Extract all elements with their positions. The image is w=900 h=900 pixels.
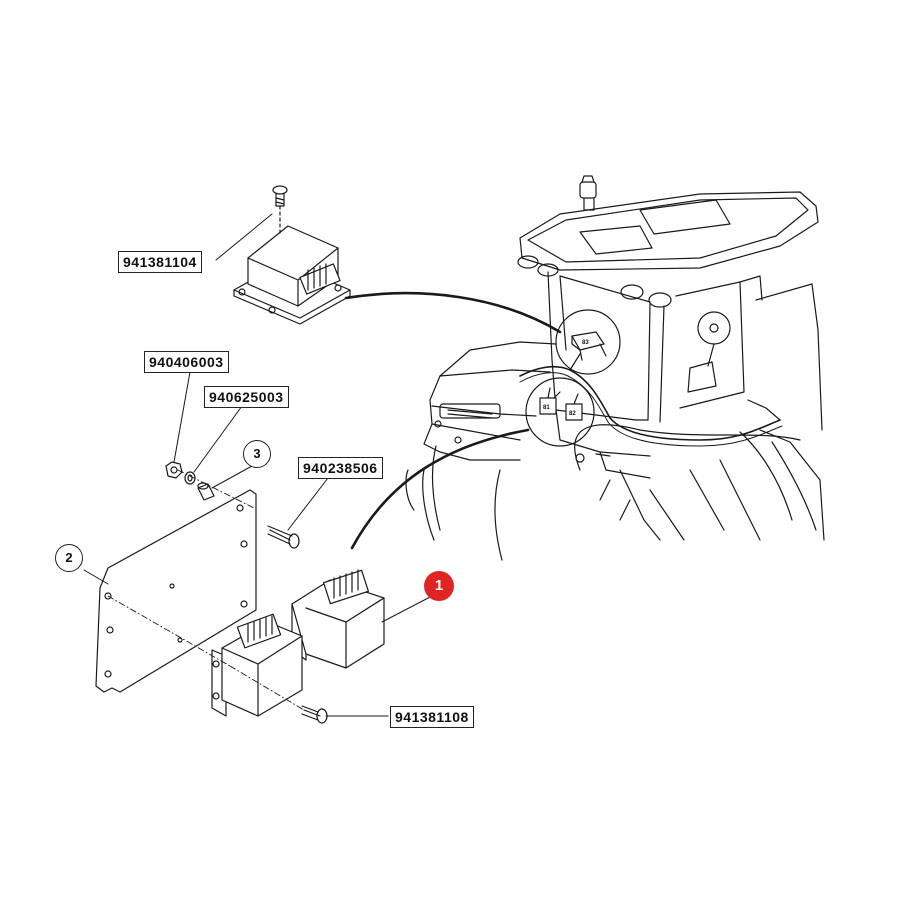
- bolt-940238506: [267, 525, 300, 549]
- relay-module-top: [233, 225, 351, 325]
- ref-circle-1[interactable]: 1: [424, 571, 454, 601]
- part-label-940406003: 940406003: [144, 351, 229, 373]
- leader-curve-upper: [344, 291, 562, 334]
- front-grille: [439, 403, 501, 419]
- seat: [687, 361, 717, 393]
- part-label-940625003: 940625003: [204, 386, 289, 408]
- screw-top: [272, 185, 288, 235]
- part-label-941381104: 941381104: [118, 251, 202, 273]
- detail-callout-lower: 81 82: [525, 377, 595, 447]
- mounting-plate: [95, 489, 257, 693]
- detail-callout-upper: 83: [555, 309, 621, 375]
- steering-wheel: [697, 311, 731, 345]
- ref-circle-3: 3: [243, 440, 271, 468]
- part-label-940238506: 940238506: [298, 457, 383, 479]
- ref-circle-2: 2: [55, 544, 83, 572]
- connector-tag-83: 83: [582, 340, 589, 346]
- part-label-941381108: 941381108: [390, 706, 474, 728]
- connector-tag-81: 81: [543, 405, 550, 411]
- label-leaders: [83, 213, 433, 717]
- leader-curve-lower: [350, 428, 530, 550]
- relay-module-front: [211, 613, 303, 717]
- tractor-cab-drawing: [405, 175, 825, 561]
- alignment-lines: [107, 469, 305, 711]
- spacer-3: [197, 482, 215, 501]
- screw-941381108: [301, 705, 328, 724]
- nut-940406003: [165, 461, 183, 479]
- relay-module-back: [291, 569, 385, 669]
- connector-tag-82: 82: [569, 411, 576, 417]
- beacon-light: [579, 181, 597, 199]
